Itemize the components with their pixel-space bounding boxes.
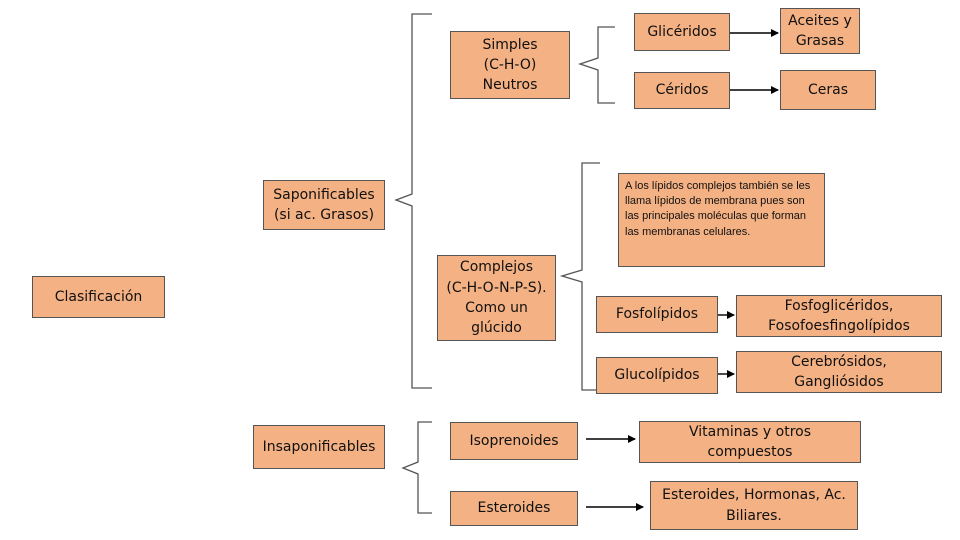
node-fosfolipidos: Fosfolípidos: [596, 296, 718, 333]
note-complejos: A los lípidos complejos también se les l…: [618, 173, 825, 267]
node-ceras: Ceras: [780, 70, 876, 110]
node-esteroides: Esteroides: [450, 491, 578, 526]
node-gliceridos: Glicéridos: [634, 13, 730, 51]
brace-saponificables: [394, 13, 432, 389]
node-clasificacion: Clasificación: [32, 276, 165, 318]
node-saponificables: Saponificables (si ac. Grasos): [263, 180, 385, 230]
node-simples: Simples (C-H-O) Neutros: [450, 31, 570, 99]
node-aceites-grasas: Aceites y Grasas: [780, 8, 860, 54]
node-insaponificables: Insaponificables: [253, 425, 385, 469]
brace-complejos: [559, 162, 600, 391]
node-cerebrosidos: Cerebrósidos, Gangliósidos: [736, 351, 942, 393]
node-glucolipidos: Glucolípidos: [596, 357, 718, 394]
node-esteroides-hormonas: Esteroides, Hormonas, Ac. Biliares.: [650, 481, 858, 530]
brace-simples: [577, 26, 615, 104]
node-vitaminas: Vitaminas y otros compuestos: [639, 421, 861, 463]
node-complejos: Complejos (C-H-O-N-P-S). Como un glúcido: [437, 255, 556, 341]
node-fosfogliceridos: Fosfoglicéridos, Fosofoesfingolípidos: [736, 295, 942, 337]
brace-insaponificables: [401, 421, 432, 514]
node-isoprenoides: Isoprenoides: [450, 422, 578, 460]
node-ceridos: Céridos: [634, 72, 730, 109]
